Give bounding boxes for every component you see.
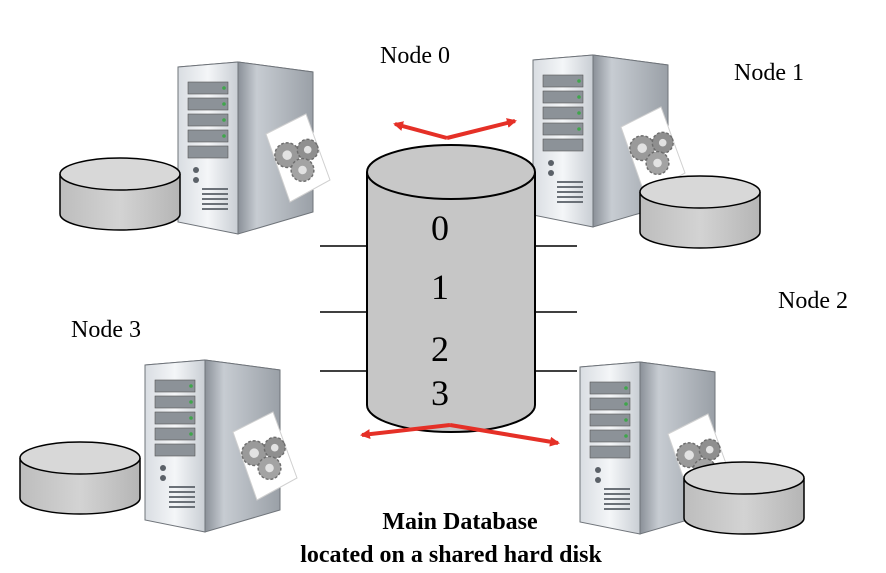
partition-label: 3 (431, 373, 449, 413)
arrow-to-node-0 (393, 121, 448, 140)
node-0-label: Node 0 (380, 43, 450, 69)
arrow-to-node-1 (446, 118, 517, 140)
server-icon (178, 62, 330, 234)
node-2-label: Node 2 (778, 288, 848, 314)
node-1-group (533, 55, 761, 249)
node-1-label: Node 1 (734, 60, 804, 86)
node-3-label: Node 3 (71, 317, 141, 343)
caption-subtitle: located on a shared hard disk (300, 542, 602, 568)
partition-label: 2 (431, 329, 449, 369)
local-disk-icon (683, 461, 805, 535)
node-3-group (19, 360, 297, 532)
local-disk-icon (19, 441, 141, 515)
node-2-group (580, 362, 805, 535)
server-icon (145, 360, 297, 532)
local-disk-icon (59, 157, 181, 231)
local-disk-icon (639, 175, 761, 249)
partition-label: 1 (431, 267, 449, 307)
arrow-to-node-3 (360, 423, 451, 440)
access-arrows (360, 118, 560, 447)
main-database-cylinder (366, 144, 536, 433)
partition-label: 0 (431, 208, 449, 248)
node-0-group (59, 62, 330, 234)
arrow-to-node-2 (449, 423, 560, 447)
caption-title: Main Database (382, 509, 538, 535)
